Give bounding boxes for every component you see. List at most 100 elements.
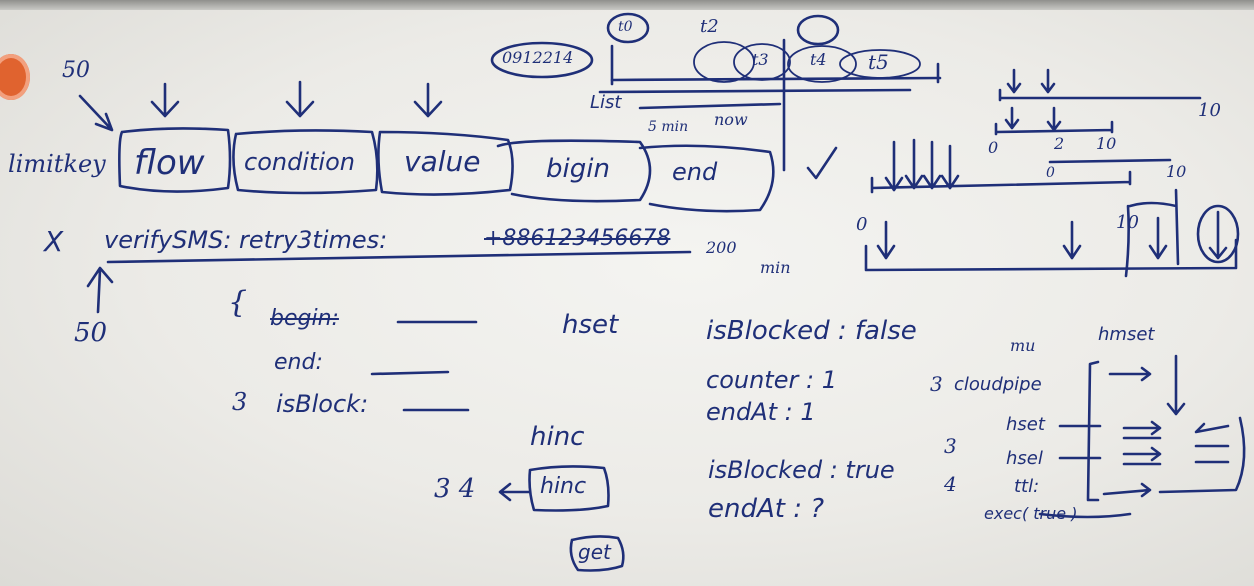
sticker-icon	[0, 54, 30, 100]
hash-brace: {	[228, 285, 248, 320]
pipe-hmset: hmset	[1098, 324, 1155, 345]
field-value: value	[404, 145, 481, 178]
arrow-down-flow	[150, 82, 180, 118]
verify-ttl-value: 200	[706, 238, 737, 257]
pipe-step-3: 3	[944, 434, 957, 458]
pipe-arrow-3	[1122, 446, 1162, 466]
numberline-1	[998, 88, 1202, 102]
circle-arrow	[1196, 204, 1240, 264]
field-flow: flow	[134, 143, 205, 183]
arrow-up-50	[86, 266, 114, 314]
timeline-min-label: 5 min	[648, 119, 689, 135]
numberline-5-box	[1124, 188, 1180, 278]
field-condition: condition	[244, 148, 355, 176]
box-flow	[118, 127, 232, 193]
hash-hset: hset	[562, 310, 619, 340]
arrow-down-limitkey	[78, 94, 114, 132]
state-isblocked-true: isBlocked : true	[708, 456, 895, 484]
numberline-ten-3: 10	[1166, 162, 1187, 181]
numberline-5	[864, 238, 1238, 272]
timeline-t2: t2	[700, 16, 719, 37]
arrow-down-condition	[285, 80, 315, 118]
pipe-hset-2: hsel	[1006, 448, 1043, 469]
hash-block-number: 3	[232, 388, 248, 416]
circle-top	[796, 14, 840, 46]
pipe-arrow-1	[1108, 366, 1152, 382]
circle-t3	[733, 43, 791, 81]
timeline-now-label: now	[714, 110, 748, 129]
pipe-mu: mu	[1010, 336, 1036, 355]
numberline-2-arrows	[1004, 106, 1062, 132]
pipe-exec: exec( true )	[984, 504, 1078, 523]
state-endat: endAt : 1	[706, 398, 816, 426]
verify-count-below: 50	[74, 318, 108, 348]
verify-ttl-unit: min	[760, 258, 791, 277]
pipe-returns	[1158, 416, 1246, 494]
pipe-number: 3	[930, 372, 943, 396]
timeline-list-label: List	[590, 92, 622, 113]
pipe-bracket	[1086, 360, 1100, 502]
numberline-ten-4: 10	[1116, 212, 1139, 233]
hash-get-box: get	[578, 540, 611, 564]
circle-t2	[693, 41, 755, 83]
state-endat-question: endAt : ?	[708, 494, 825, 524]
hash-isblock: isBlock:	[276, 390, 369, 418]
pipe-arrow-2	[1122, 420, 1162, 440]
timeline-circle-value: 0912214	[502, 48, 574, 67]
numberline-3	[1048, 158, 1172, 164]
circle-t5	[839, 49, 921, 79]
timeline-t3: t3	[752, 50, 769, 69]
pipe-hset-1: hset	[1006, 414, 1045, 435]
pipe-ttl: ttl:	[1014, 476, 1040, 497]
pipe-exec-line	[1038, 512, 1132, 519]
limitkey-label: limitkey	[8, 150, 106, 178]
hash-hinc-top: hinc	[530, 422, 585, 452]
numberline-ten-2: 10	[1096, 134, 1117, 153]
box-condition	[232, 129, 379, 195]
hash-hinc-numbers: 3 4	[434, 474, 476, 504]
timeline-second-axis	[598, 88, 912, 94]
verify-key-text: verifySMS: retry3times:	[104, 226, 388, 254]
hash-hinc-box: hinc	[540, 474, 587, 499]
box-get	[569, 535, 625, 572]
hash-begin: begin:	[270, 306, 339, 331]
underline-verify	[106, 250, 692, 264]
timeline-t4: t4	[810, 50, 827, 69]
pipe-arrow-4	[1102, 482, 1152, 498]
circle-phone	[490, 41, 594, 79]
numberline-5-arrows	[876, 216, 1168, 260]
field-end: end	[672, 158, 718, 186]
verify-phone: +886123456678	[484, 226, 671, 251]
circle-t0	[606, 12, 650, 44]
cross-mark: X	[44, 225, 64, 258]
timeline-axis-3	[638, 102, 782, 110]
whiteboard-frame	[0, 0, 1254, 10]
pipe-arrow-down	[1166, 354, 1186, 416]
arrow-down-value	[413, 82, 443, 118]
arrow-left-hinc	[498, 482, 532, 502]
numberline-1-arrows	[1006, 68, 1056, 94]
numberline-zero-2: 0	[1046, 165, 1055, 181]
timeline-t0: t0	[618, 19, 633, 35]
box-hinc	[528, 465, 610, 512]
box-value	[377, 130, 514, 196]
limit-count-label: 50	[62, 58, 90, 83]
hash-end: end:	[274, 350, 323, 375]
state-counter: counter : 1	[706, 366, 837, 394]
pipe-label: cloudpipe	[954, 374, 1042, 395]
blank-end	[370, 370, 450, 376]
numberline-zero-3: 0	[856, 214, 868, 235]
numberline-two: 2	[1054, 134, 1065, 153]
tick-mark	[806, 146, 838, 180]
numberline-4-arrows	[884, 138, 960, 192]
field-bigin: bigin	[546, 154, 610, 184]
pipe-step-4: 4	[944, 472, 957, 496]
state-isblocked-false: isBlocked : false	[706, 316, 917, 346]
numberline-zero: 0	[988, 138, 999, 157]
circle-arrow-down	[1208, 210, 1228, 260]
numberline-ten-1: 10	[1198, 100, 1221, 121]
box-bigin	[496, 139, 652, 203]
timeline-t5: t5	[868, 50, 889, 74]
